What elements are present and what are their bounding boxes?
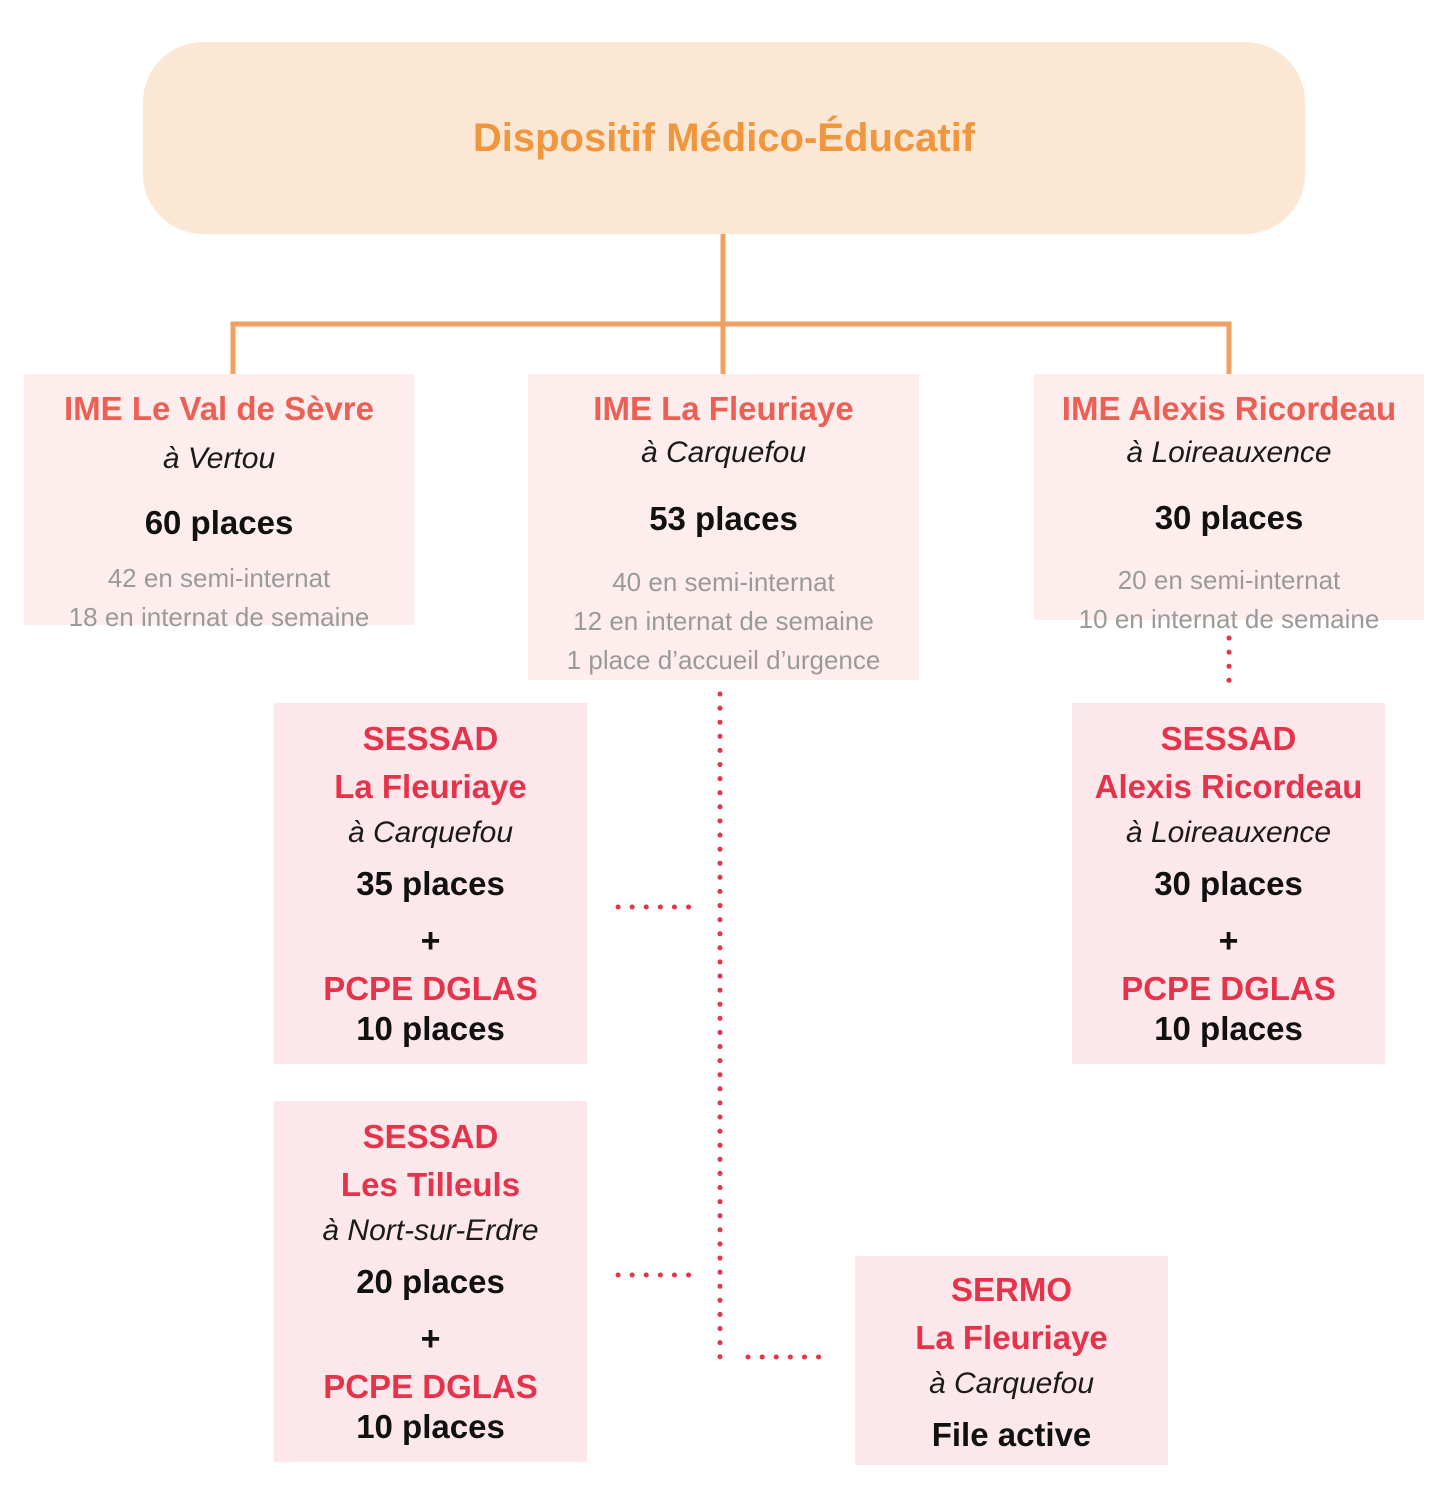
ime-places: 60 places	[144, 504, 294, 541]
root-title: Dispositif Médico-Éducatif	[472, 115, 976, 160]
sermo-location: à Carquefou	[928, 1367, 1095, 1400]
sessad-places: 20 places	[356, 1263, 505, 1300]
ime-la-fleuriaye: IME La Fleuriaye à Carquefou 53 places 4…	[528, 374, 919, 680]
sessad-places: 35 places	[356, 865, 505, 902]
plus-sign: +	[420, 922, 441, 960]
plus-sign: +	[420, 1320, 441, 1358]
sessad-alexis-ricordeau: SESSAD Alexis Ricordeau à Loireauxence 3…	[1072, 703, 1385, 1064]
sermo-status: File active	[931, 1416, 1092, 1453]
root-node: Dispositif Médico-Éducatif	[143, 42, 1305, 234]
sermo-title: La Fleuriaye	[915, 1319, 1108, 1356]
ime-detail: 20 en semi-internat	[1117, 565, 1341, 595]
pcpe-title: PCPE DGLAS	[323, 970, 538, 1007]
sermo-la-fleuriaye: SERMO La Fleuriaye à Carquefou File acti…	[855, 1256, 1168, 1465]
sessad-label: SESSAD	[362, 1118, 499, 1155]
sessad-location: à Loireauxence	[1125, 816, 1332, 849]
branch-line	[230, 321, 1232, 374]
sermo-label: SERMO	[950, 1271, 1072, 1308]
ime-detail: 18 en internat de semaine	[68, 602, 370, 632]
ime-location: à Vertou	[162, 442, 276, 475]
pcpe-title: PCPE DGLAS	[1121, 970, 1336, 1007]
ime-detail: 12 en internat de semaine	[573, 606, 874, 636]
ime-detail: 10 en internat de semaine	[1078, 604, 1380, 634]
ime-location: à Loireauxence	[1126, 436, 1332, 469]
sessad-places: 30 places	[1154, 865, 1303, 902]
ime-places: 53 places	[649, 500, 798, 537]
ime-title: IME Alexis Ricordeau	[1061, 390, 1397, 427]
ime-detail: 42 en semi-internat	[107, 563, 331, 593]
ime-title: IME Le Val de Sèvre	[64, 390, 374, 427]
ime-location: à Carquefou	[640, 436, 807, 469]
plus-sign: +	[1218, 922, 1239, 960]
pcpe-places: 10 places	[356, 1010, 505, 1047]
sessad-location: à Carquefou	[347, 816, 514, 849]
sessad-la-fleuriaye: SESSAD La Fleuriaye à Carquefou 35 place…	[274, 703, 587, 1064]
pcpe-places: 10 places	[356, 1408, 505, 1445]
ime-detail: 40 en semi-internat	[612, 567, 835, 597]
sessad-location: à Nort-sur-Erdre	[322, 1214, 539, 1247]
ime-detail: 1 place d’accueil d’urgence	[566, 645, 881, 675]
ime-val-de-sevre: IME Le Val de Sèvre à Vertou 60 places 4…	[24, 374, 414, 632]
sessad-label: SESSAD	[362, 720, 499, 757]
ime-alexis-ricordeau: IME Alexis Ricordeau à Loireauxence 30 p…	[1034, 374, 1424, 634]
sessad-title: Alexis Ricordeau	[1094, 768, 1363, 805]
pcpe-places: 10 places	[1154, 1010, 1303, 1047]
ime-places: 30 places	[1154, 499, 1304, 536]
sessad-title: La Fleuriaye	[334, 768, 527, 805]
pcpe-title: PCPE DGLAS	[323, 1368, 538, 1405]
sessad-les-tilleuls: SESSAD Les Tilleuls à Nort-sur-Erdre 20 …	[274, 1101, 587, 1462]
ime-title: IME La Fleuriaye	[593, 390, 854, 427]
sessad-title: Les Tilleuls	[340, 1166, 521, 1203]
sessad-label: SESSAD	[1160, 720, 1297, 757]
